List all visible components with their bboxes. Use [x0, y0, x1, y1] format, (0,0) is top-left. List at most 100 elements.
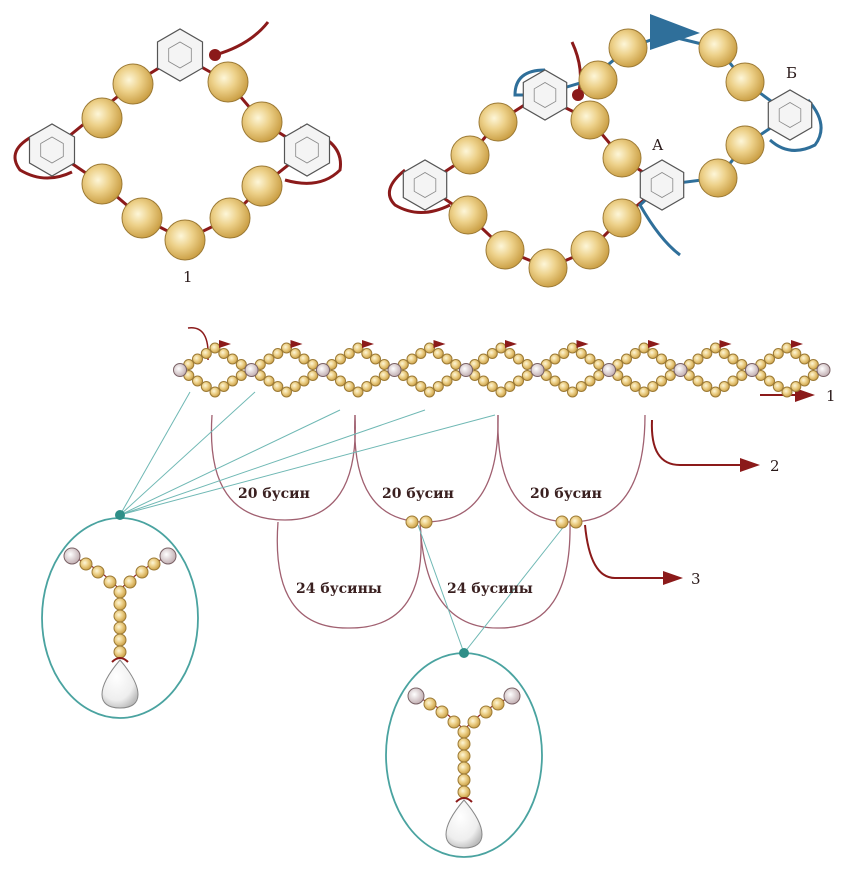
- crystal-bead: [767, 89, 813, 141]
- seed-bead: [558, 348, 570, 359]
- seed-bead: [447, 715, 461, 729]
- seed-bead: [521, 359, 533, 370]
- seed-bead: [200, 381, 212, 392]
- seed-bead: [272, 381, 284, 392]
- pendant-cap: [455, 797, 473, 803]
- seed-bead: [335, 353, 346, 365]
- gold-bead: [570, 100, 610, 140]
- gold-bead: [209, 197, 251, 239]
- figure-1: 1: [13, 21, 342, 286]
- gold-bead: [164, 219, 206, 261]
- seed-bead: [281, 386, 292, 398]
- seed-bead: [799, 353, 810, 365]
- thread-knot: [572, 89, 584, 101]
- direction-marker: [576, 340, 589, 348]
- seed-bead: [736, 359, 748, 370]
- teardrop-drop: [101, 659, 139, 709]
- seed-bead: [467, 715, 481, 729]
- seed-bead: [727, 375, 739, 387]
- loop-20-label-1: 20 бусин: [238, 486, 310, 502]
- gold-bead: [478, 102, 518, 142]
- direction-arrow: [650, 14, 700, 50]
- crystal-facet: [413, 172, 437, 198]
- seed-bead: [113, 633, 127, 647]
- seed-bead: [298, 353, 310, 365]
- pearl-bead: [673, 363, 688, 377]
- direction-marker: [290, 340, 303, 348]
- seed-bead: [790, 348, 802, 359]
- seed-bead: [200, 348, 212, 359]
- seed-bead: [513, 353, 524, 365]
- seed-bead: [764, 353, 775, 365]
- direction-marker: [433, 340, 446, 348]
- gold-bead: [241, 165, 283, 207]
- pearl-bead: [159, 547, 177, 565]
- seed-bead: [79, 557, 93, 571]
- crystal-facet: [650, 172, 674, 198]
- seed-bead: [692, 375, 704, 387]
- thread-red-loop-left: [387, 168, 451, 214]
- seed-bead: [135, 565, 149, 579]
- guide-lines-left: [119, 391, 496, 516]
- seed-bead: [113, 645, 127, 659]
- gold-bead: [121, 197, 163, 239]
- gold-bead: [725, 125, 765, 165]
- seed-bead: [435, 705, 449, 719]
- seed-bead: [638, 342, 650, 354]
- seed-bead: [298, 375, 310, 387]
- seed-bead: [378, 359, 390, 370]
- gold-bead: [528, 248, 568, 288]
- crystal-bead: [639, 159, 685, 211]
- crystal-facet: [168, 41, 192, 69]
- gold-bead: [570, 230, 610, 270]
- loop-24-1: [276, 521, 422, 629]
- teardrop-drop: [445, 799, 483, 849]
- joint-bead: [569, 515, 583, 529]
- seed-bead: [227, 375, 238, 387]
- row-1-label: 1: [826, 387, 836, 405]
- gold-bead: [450, 135, 490, 175]
- seed-bead: [772, 348, 784, 359]
- seed-bead: [736, 370, 748, 381]
- seed-bead: [549, 353, 561, 365]
- thread-red-tail: [570, 41, 582, 96]
- seed-bead: [478, 375, 489, 387]
- seed-bead: [289, 381, 301, 392]
- row-3-label: 3: [691, 570, 701, 588]
- seed-bead: [361, 381, 373, 392]
- loop-20-1: [210, 414, 356, 521]
- direction-marker: [648, 340, 660, 348]
- seed-bead: [584, 375, 596, 387]
- seed-bead: [423, 697, 437, 711]
- pearl-bead: [503, 687, 521, 705]
- pearl-bead: [602, 363, 616, 377]
- pearl-bead: [407, 687, 425, 705]
- pendant-anchor-left: [115, 510, 125, 520]
- pearl-bead: [459, 363, 473, 377]
- seed-bead: [218, 381, 230, 392]
- seed-bead: [352, 342, 364, 354]
- seed-bead: [629, 381, 641, 392]
- pendant-cap: [111, 657, 129, 663]
- gold-bead: [578, 60, 618, 100]
- loop-20-3: [497, 414, 646, 523]
- seed-bead: [272, 348, 284, 359]
- seed-bead: [718, 348, 730, 359]
- seed-bead: [343, 348, 355, 359]
- row-arrows: [584, 394, 800, 579]
- seed-bead: [638, 386, 650, 398]
- seed-bead: [457, 773, 471, 787]
- seed-bead: [567, 342, 578, 354]
- seed-bead: [701, 381, 713, 392]
- point-a-label: А: [652, 136, 664, 154]
- seed-bead: [192, 375, 203, 387]
- seed-bead: [235, 359, 247, 370]
- seed-bead: [209, 386, 221, 398]
- seed-bead: [692, 353, 704, 365]
- direction-marker: [362, 340, 374, 348]
- joint-bead: [419, 515, 433, 529]
- point-b-label: Б: [786, 64, 797, 82]
- gold-bead: [608, 28, 648, 68]
- figure-1-label: 1: [183, 268, 193, 286]
- seed-bead: [441, 353, 453, 365]
